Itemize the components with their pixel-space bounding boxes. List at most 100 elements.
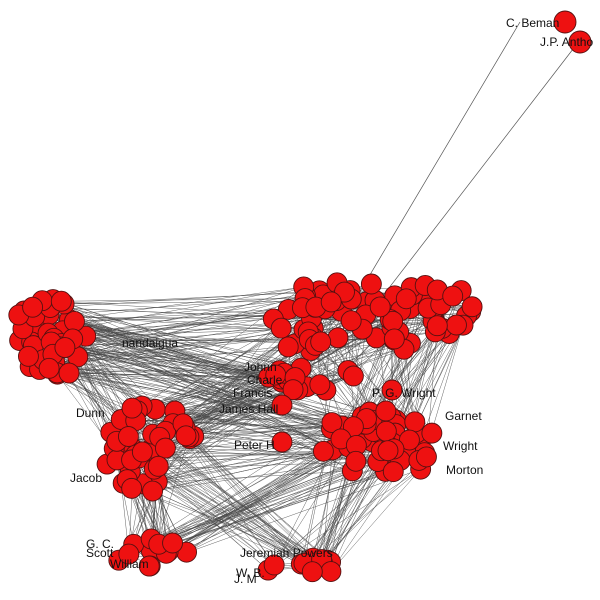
graph-node[interactable] <box>360 273 382 295</box>
graph-node[interactable] <box>121 397 143 419</box>
graph-node[interactable] <box>446 314 467 336</box>
edge <box>77 356 332 430</box>
edge <box>54 361 363 439</box>
node-c-beman[interactable] <box>553 10 577 34</box>
graph-node[interactable] <box>270 317 292 339</box>
graph-node[interactable] <box>147 455 169 477</box>
edge <box>157 481 313 572</box>
edge <box>152 461 356 492</box>
edge <box>137 286 304 411</box>
graph-node[interactable] <box>345 450 367 472</box>
graph-node[interactable] <box>118 543 140 565</box>
graph-node[interactable] <box>162 532 184 554</box>
graph-node[interactable] <box>138 555 160 577</box>
edge <box>69 286 304 320</box>
graph-node[interactable] <box>321 412 343 433</box>
label-j-m: J. M <box>234 572 257 586</box>
graph-node[interactable] <box>404 411 426 433</box>
label-dunn: Dunn <box>76 406 105 420</box>
edge <box>61 300 282 380</box>
graph-node[interactable] <box>310 331 332 353</box>
graph-node[interactable] <box>142 480 164 502</box>
label-francis: Francis <box>233 386 272 400</box>
edge <box>267 468 421 571</box>
graph-node[interactable] <box>38 357 60 379</box>
graph-node[interactable] <box>415 446 437 468</box>
graph-node[interactable] <box>263 554 285 576</box>
graph-node[interactable] <box>383 328 405 350</box>
edge <box>135 454 323 567</box>
graph-node[interactable] <box>309 374 331 396</box>
edge <box>64 290 340 305</box>
graph-node[interactable] <box>277 336 299 358</box>
label-peter-h: Peter H <box>234 438 275 452</box>
label-william: William <box>110 557 149 571</box>
graph-node[interactable] <box>117 426 139 447</box>
graph-node[interactable] <box>369 296 391 318</box>
graph-node[interactable] <box>342 365 364 387</box>
graph-node[interactable] <box>461 296 483 318</box>
node-p-g-wright[interactable] <box>381 379 403 401</box>
graph-node[interactable] <box>121 477 143 499</box>
label-wright: Wright <box>443 439 478 453</box>
graph-node[interactable] <box>22 296 44 318</box>
graph-node[interactable] <box>312 440 334 462</box>
edge <box>321 471 394 567</box>
graph-node[interactable] <box>58 362 80 384</box>
node-jp-anthony[interactable] <box>568 30 592 54</box>
graph-node[interactable] <box>398 429 420 451</box>
edge <box>154 468 269 571</box>
edge <box>331 304 441 423</box>
edge <box>188 436 305 564</box>
edge <box>49 368 282 380</box>
graph-node[interactable] <box>131 441 153 463</box>
edge <box>64 347 372 421</box>
label-morton: Morton <box>446 463 483 477</box>
graph-node[interactable] <box>395 288 417 310</box>
edge <box>64 319 391 348</box>
edge <box>116 341 321 438</box>
graph-node[interactable] <box>421 422 443 444</box>
edge <box>341 299 422 427</box>
label-garnet: Garnet <box>445 409 482 423</box>
edge <box>74 321 302 369</box>
graph-node[interactable] <box>377 440 399 462</box>
graph-node[interactable] <box>301 561 323 583</box>
graph-node[interactable] <box>375 400 397 422</box>
graph-node[interactable] <box>426 315 448 337</box>
graph-node[interactable] <box>382 461 404 483</box>
graph-node[interactable] <box>375 420 397 442</box>
label-w-b: W. B. <box>236 566 265 580</box>
label-jacob: Jacob <box>70 471 102 485</box>
edge <box>312 468 421 559</box>
edge <box>312 432 379 572</box>
edge <box>69 319 276 376</box>
node-james-hall[interactable] <box>271 394 293 416</box>
edge <box>165 447 275 566</box>
graph-node[interactable] <box>17 345 39 367</box>
graph-node[interactable] <box>50 290 72 312</box>
edge-beman <box>354 21 521 301</box>
graph-node[interactable] <box>54 337 76 359</box>
edge <box>183 411 370 425</box>
graph-node[interactable] <box>64 310 85 332</box>
node-peter-h[interactable] <box>271 431 293 453</box>
edge <box>185 435 275 566</box>
label-scott: Scott <box>86 546 114 560</box>
graph-node[interactable] <box>282 379 304 401</box>
edge <box>303 450 382 564</box>
graph-node[interactable] <box>327 327 349 349</box>
graph-node[interactable] <box>175 425 197 447</box>
graph-node[interactable] <box>340 310 362 332</box>
graph-node[interactable] <box>320 561 342 582</box>
edge <box>57 372 298 391</box>
graph-node[interactable] <box>154 437 176 459</box>
edge <box>42 300 302 369</box>
graph-node[interactable] <box>320 291 342 313</box>
edge <box>50 290 320 308</box>
label-canandaigua: nandaigua <box>122 336 178 350</box>
graph-node[interactable] <box>442 285 464 307</box>
edge <box>151 460 420 551</box>
